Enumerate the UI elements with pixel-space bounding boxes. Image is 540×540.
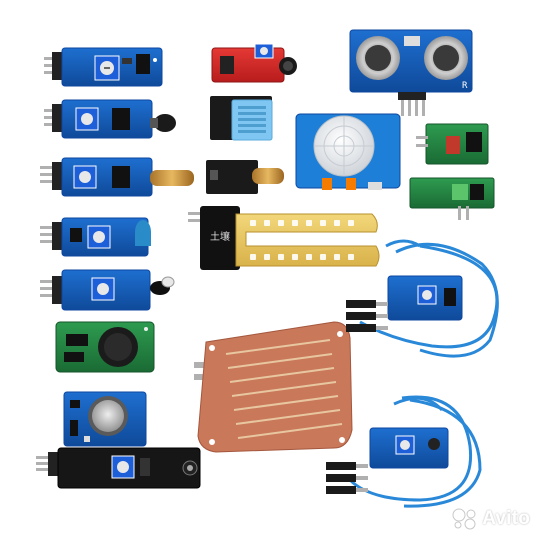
ultrasonic-rail-label: R bbox=[462, 81, 468, 91]
line-tracking-module bbox=[36, 447, 201, 489]
rain-sensor-plate bbox=[194, 321, 353, 453]
rtc-module bbox=[55, 321, 155, 373]
vibration-sensor-module bbox=[40, 217, 151, 257]
dht11-module bbox=[210, 96, 273, 141]
flame-sensor-module bbox=[44, 99, 176, 139]
ultrasonic-sensor: R bbox=[349, 29, 473, 116]
gas-sensor-module bbox=[63, 391, 147, 447]
avito-watermark: Avito bbox=[452, 508, 530, 530]
tilt-sensor-module bbox=[40, 157, 194, 197]
rf-transmitter bbox=[416, 123, 489, 165]
watermark-text: Avito bbox=[482, 508, 530, 529]
ir-obstacle-module bbox=[40, 269, 175, 311]
wired-sensor-module-upper bbox=[346, 239, 499, 358]
avito-dots-icon bbox=[452, 508, 476, 530]
pir-motion-sensor bbox=[295, 113, 401, 190]
soil-moisture-probe: 土壤 bbox=[188, 206, 380, 270]
sound-sensor-module bbox=[211, 43, 297, 83]
soil-probe-label: 土壤 bbox=[210, 230, 230, 243]
sensor-module-1 bbox=[44, 47, 163, 87]
wired-sensor-module-lower bbox=[326, 395, 482, 508]
laser-module bbox=[206, 160, 284, 194]
rf-receiver bbox=[409, 177, 495, 220]
